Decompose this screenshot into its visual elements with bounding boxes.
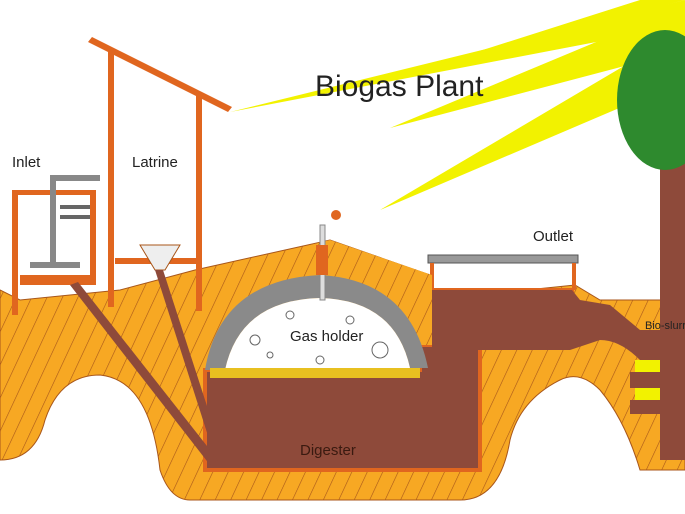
latrine-structure (88, 37, 232, 311)
tree-canopy (617, 30, 685, 170)
gas-holder-shell (205, 275, 428, 370)
diagram-title: Biogas Plant (315, 70, 484, 103)
digester-label: Digester (300, 442, 356, 459)
gas-layer (210, 368, 420, 378)
outlet-cover (427, 254, 579, 264)
gas-holder-label: Gas holder (290, 328, 364, 345)
latrine-label: Latrine (132, 154, 178, 171)
gas-valve-icon (331, 210, 341, 220)
outlet-label: Outlet (533, 228, 574, 245)
inlet-pipe (70, 282, 218, 465)
outlet-tank (432, 290, 685, 360)
inlet-label: Inlet (12, 154, 41, 171)
bio-slurry-label: Bio-slurr (645, 320, 685, 332)
sun-rays (230, 0, 685, 210)
inlet-structure (12, 175, 100, 315)
tree-trunk (660, 150, 685, 460)
latrine-pipe (155, 270, 218, 442)
